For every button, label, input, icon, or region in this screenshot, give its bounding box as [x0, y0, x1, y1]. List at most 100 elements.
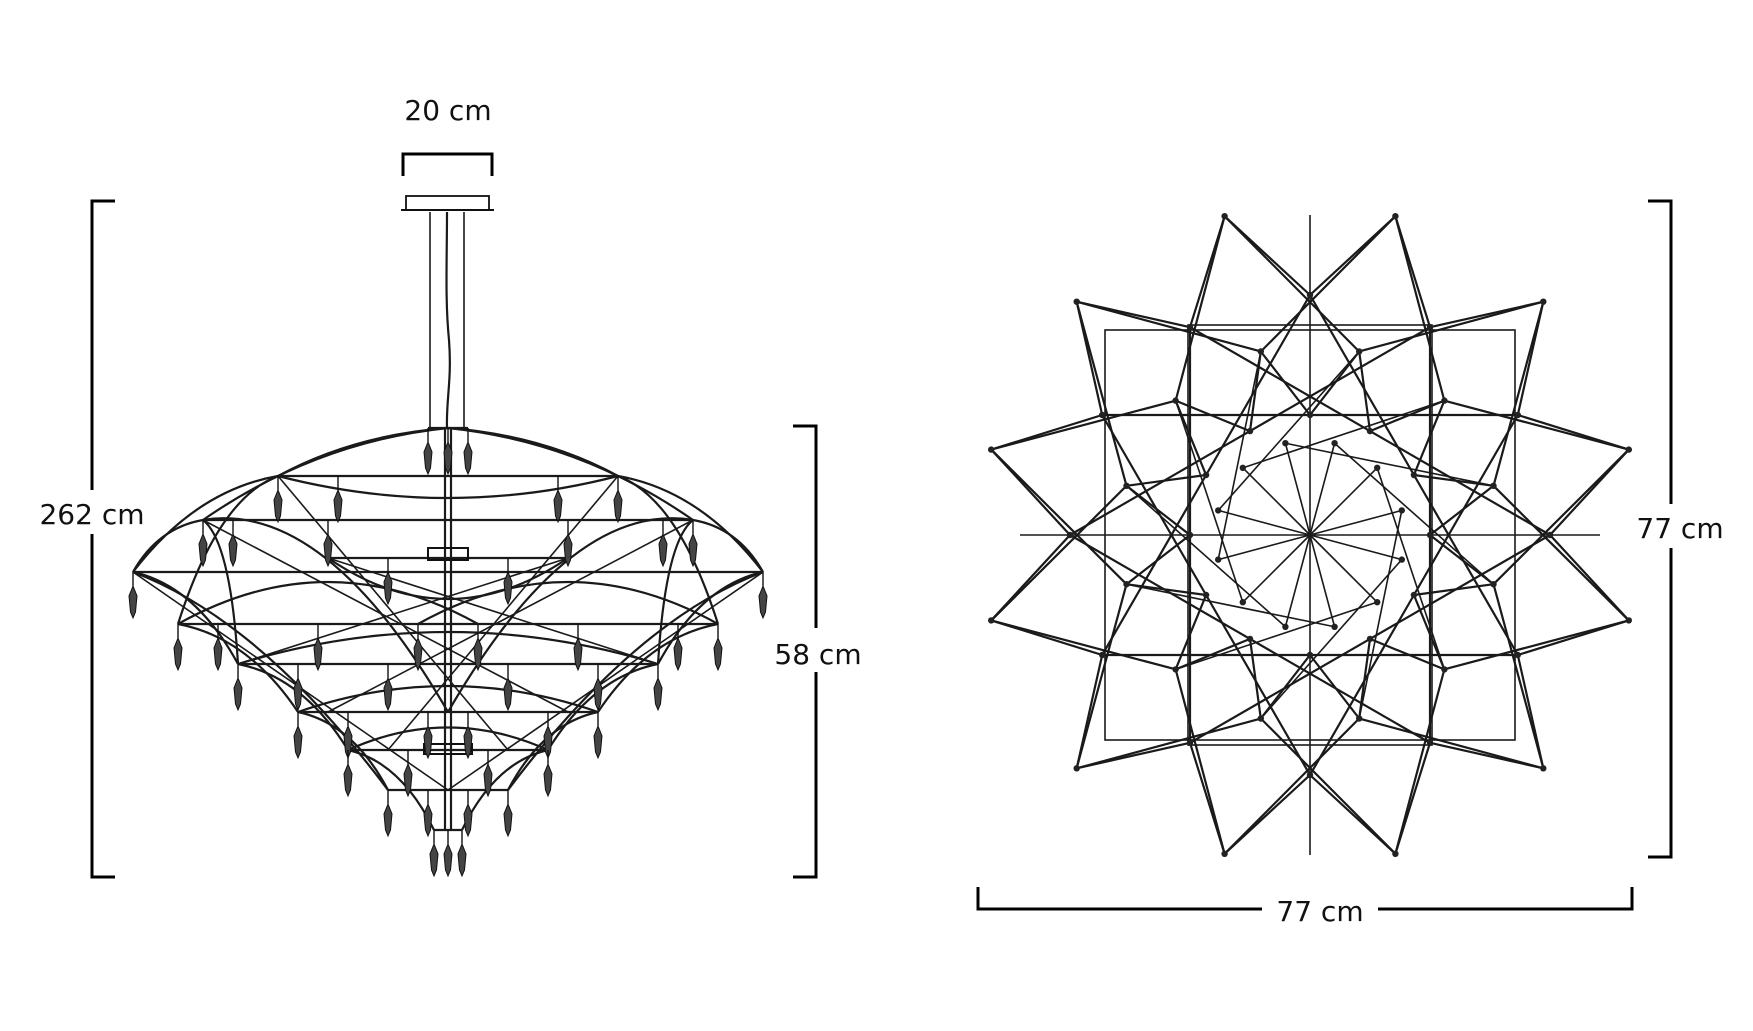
star-strut: [1492, 448, 1630, 585]
pendant-crystal: [333, 488, 343, 524]
crystal-pendant: [128, 572, 138, 620]
star-strut: [1076, 717, 1262, 770]
frame-arm: [657, 570, 764, 665]
pendant-crystal: [713, 636, 723, 672]
core-strut: [1285, 442, 1494, 487]
pendant-crystal: [673, 636, 683, 672]
core-strut: [1125, 485, 1286, 628]
frame-strut: [237, 557, 569, 665]
frame-arm: [277, 426, 449, 477]
joint-node: [1625, 617, 1633, 624]
joint-node: [1366, 427, 1374, 435]
pendant-crystal: [313, 636, 323, 672]
core-strut: [1260, 559, 1403, 720]
joint-node: [1410, 591, 1418, 599]
canopy-width-dimension: 20 cm: [401, 94, 494, 176]
joint-node: [1426, 324, 1434, 331]
pendant-crystal: [383, 802, 393, 838]
star-strut: [1260, 717, 1397, 855]
joint-node: [1306, 651, 1314, 659]
frame-arc: [417, 581, 719, 625]
pendant-crystal: [423, 802, 433, 838]
chandelier-body: [128, 426, 768, 878]
joint-node: [1221, 213, 1228, 220]
star-strut: [1174, 215, 1226, 401]
joint-node: [1282, 623, 1289, 630]
power-cable: [445, 211, 451, 429]
joint-node: [1490, 482, 1497, 489]
pendant-crystal: [688, 532, 698, 568]
pendant-crystal: [613, 488, 623, 524]
crystal-pendant: [553, 476, 563, 524]
total-height-bracket: [90, 199, 115, 879]
crystal-pendant: [443, 428, 453, 476]
joint-node: [1099, 651, 1106, 659]
total-height-label: 262 cm: [39, 498, 144, 531]
core-strut: [1126, 583, 1335, 628]
body-height-label: 58 cm: [774, 638, 861, 671]
core-strut: [1242, 399, 1445, 469]
pendant-crystal: [503, 570, 513, 606]
crystal-pendant: [413, 624, 423, 672]
frame-arm: [692, 518, 764, 573]
pendant-crystal: [593, 676, 603, 712]
plan-depth-dimension: 77 cm: [1625, 199, 1735, 859]
pendant-crystal: [503, 802, 513, 838]
hub-spoke: [1284, 534, 1311, 627]
pendant-crystal: [293, 724, 303, 760]
body-height-dimension: 58 cm: [765, 424, 865, 879]
frame-arm: [617, 474, 720, 625]
frame-arc: [327, 557, 569, 600]
crystal-pendant: [198, 520, 208, 568]
frame-arm: [547, 662, 659, 751]
crystal-pendant: [443, 830, 453, 878]
pendant-crystal: [429, 842, 439, 878]
hub-spoke: [1218, 509, 1311, 536]
crystal-pendant: [343, 750, 353, 798]
total-height-dimension: 262 cm: [39, 199, 150, 879]
frame-strut: [447, 571, 764, 791]
crystal-pendant: [483, 750, 493, 798]
crystal-pendant: [758, 572, 768, 620]
pendant-crystal: [423, 724, 433, 760]
star-strut: [1444, 399, 1630, 451]
plan-width-label: 77 cm: [1276, 895, 1363, 928]
pendant-crystal: [563, 532, 573, 568]
pendant-crystal: [553, 488, 563, 524]
joint-node: [1398, 556, 1406, 563]
crystal-pendant: [293, 664, 303, 712]
joint-node: [1410, 471, 1418, 479]
core-strut: [1358, 510, 1403, 719]
star-frame: [988, 213, 1633, 857]
canopy-width-bracket: [401, 152, 494, 176]
frame-arm: [447, 426, 619, 477]
joint-node: [1426, 531, 1434, 539]
pendant-crystal: [403, 762, 413, 798]
pendant-crystal: [573, 636, 583, 672]
pendant-crystal: [473, 636, 483, 672]
joint-node: [1514, 411, 1522, 419]
crystal-pendant: [613, 476, 623, 524]
joint-node: [1540, 765, 1547, 772]
star-strut: [1492, 583, 1545, 769]
joint-node: [1202, 591, 1210, 599]
pendant-crystal: [593, 724, 603, 760]
frame-strut: [327, 557, 659, 665]
star-strut: [1492, 485, 1630, 622]
joint-node: [1398, 507, 1406, 514]
total-height-label-bg: [40, 490, 150, 534]
pendant-crystal: [198, 532, 208, 568]
frame-strut: [277, 475, 509, 751]
joint-node: [1441, 666, 1448, 673]
joint-node: [1186, 531, 1194, 539]
crystal-pendant: [423, 712, 433, 760]
side-elevation-view: 20 cm 262 cm 58 cm: [39, 94, 865, 879]
hub-spoke: [1242, 534, 1311, 603]
star-strut: [1249, 326, 1431, 433]
crystal-pendant: [313, 624, 323, 672]
body-height-label-bg: [765, 628, 865, 672]
joint-node: [1246, 635, 1254, 643]
frame-arm: [617, 474, 764, 573]
pendant-crystal: [758, 584, 768, 620]
star-strut: [1309, 294, 1415, 476]
